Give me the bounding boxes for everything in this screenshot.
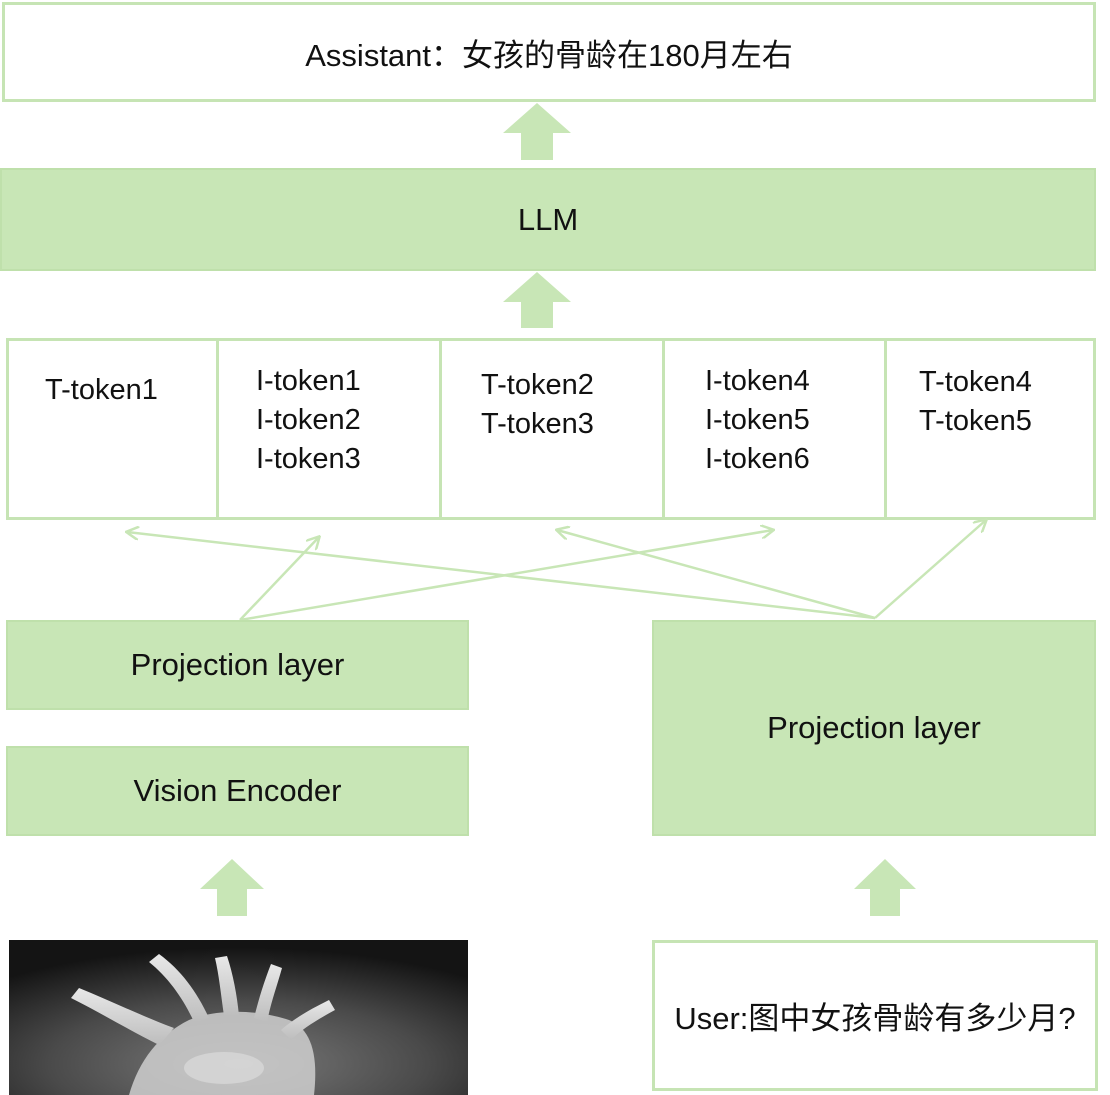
connection-line bbox=[874, 520, 986, 619]
connection-line bbox=[557, 530, 876, 620]
up-arrow-icon bbox=[503, 272, 571, 328]
up-arrow-icon bbox=[854, 859, 916, 916]
user-query-text: User:图中女孩骨龄有多少月? bbox=[674, 1001, 1076, 1036]
left-projection-layer-label: Projection layer bbox=[130, 647, 345, 682]
token-cell-3: T-token2 T-token3 bbox=[442, 341, 665, 517]
right-projection-layer-box: Projection layer bbox=[652, 620, 1096, 836]
token-label: I-token4 bbox=[705, 365, 810, 397]
token-label: T-token3 bbox=[481, 408, 594, 440]
token-label: I-token2 bbox=[256, 404, 361, 436]
token-label: I-token6 bbox=[705, 443, 810, 475]
up-arrow-icon bbox=[503, 103, 571, 160]
assistant-output-box: Assistant：女孩的骨龄在180月左右 bbox=[2, 2, 1096, 102]
token-label: I-token1 bbox=[256, 365, 361, 397]
connection-line bbox=[127, 532, 876, 620]
token-cell-1: T-token1 bbox=[9, 341, 219, 517]
up-arrow-icon bbox=[200, 859, 264, 916]
token-label: I-token3 bbox=[256, 443, 361, 475]
token-label: T-token2 bbox=[481, 369, 594, 401]
token-label: T-token5 bbox=[919, 405, 1032, 437]
hand-xray-image bbox=[9, 940, 468, 1095]
connection-line bbox=[239, 537, 319, 621]
token-label: T-token4 bbox=[919, 366, 1032, 398]
token-cell-4: I-token4 I-token5 I-token6 bbox=[665, 341, 887, 517]
llm-box: LLM bbox=[0, 168, 1096, 271]
token-label: T-token1 bbox=[45, 374, 158, 406]
connection-line bbox=[239, 530, 773, 622]
token-label: I-token5 bbox=[705, 404, 810, 436]
token-cell-2: I-token1 I-token2 I-token3 bbox=[219, 341, 442, 517]
llm-label: LLM bbox=[517, 201, 579, 237]
left-projection-layer-box: Projection layer bbox=[6, 620, 469, 710]
user-query-box: User:图中女孩骨龄有多少月? bbox=[652, 940, 1098, 1091]
vision-encoder-label: Vision Encoder bbox=[133, 773, 342, 808]
right-projection-layer-label: Projection layer bbox=[767, 710, 981, 745]
assistant-output-text: Assistant：女孩的骨龄在180月左右 bbox=[305, 37, 793, 73]
token-cell-5: T-token4 T-token5 bbox=[887, 341, 1093, 517]
vision-encoder-box: Vision Encoder bbox=[6, 746, 469, 836]
token-sequence-row: T-token1 I-token1 I-token2 I-token3 T-to… bbox=[6, 338, 1096, 520]
